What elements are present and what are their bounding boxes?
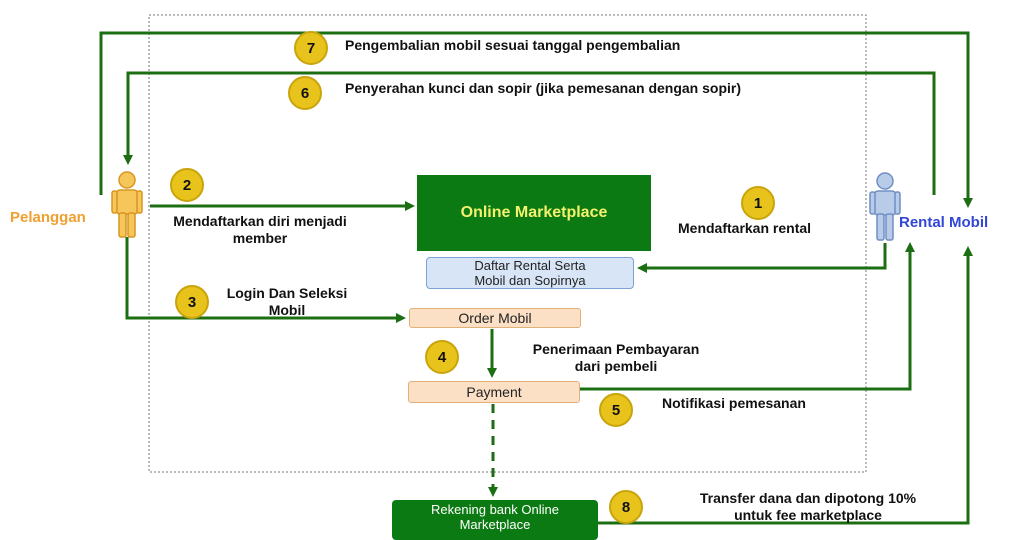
customer-person-icon xyxy=(111,171,143,238)
payment-box: Payment xyxy=(408,381,580,403)
step-1-label: Mendaftarkan rental xyxy=(678,220,812,236)
order-mobil-label: Order Mobil xyxy=(458,310,532,326)
step-badge-8: 8 xyxy=(609,490,643,524)
bank-account-box: Rekening bank Online Marketplace xyxy=(392,500,598,540)
arrow-step-7 xyxy=(99,31,973,208)
step-badge-1: 1 xyxy=(741,186,775,220)
online-marketplace-box: Online Marketplace xyxy=(417,175,651,251)
arrow-step-6 xyxy=(123,71,936,195)
daftar-rental-line1: Daftar Rental Serta xyxy=(474,258,586,273)
rental-person-icon xyxy=(869,172,901,241)
daftar-rental-box: Daftar Rental Serta Mobil dan Sopirnya xyxy=(426,257,634,289)
arrow-step-1 xyxy=(637,243,887,273)
payment-label: Payment xyxy=(466,384,522,400)
step-badge-5: 5 xyxy=(599,393,633,427)
step-7-label: Pengembalian mobil sesuai tanggal pengem… xyxy=(345,37,681,53)
arrow-step-3 xyxy=(125,237,406,323)
step-badge-7: 7 xyxy=(294,31,328,65)
step-5-label: Notifikasi pemesanan xyxy=(662,395,806,411)
order-mobil-box: Order Mobil xyxy=(409,308,581,328)
arrow-step-5 xyxy=(580,242,915,391)
customer-label: Pelanggan xyxy=(10,209,86,226)
step-2-label: Mendaftarkan diri menjadi member xyxy=(173,213,347,246)
system-boundary xyxy=(148,14,867,473)
online-marketplace-label: Online Marketplace xyxy=(460,204,608,221)
step-badge-2: 2 xyxy=(170,168,204,202)
step-4-label: Penerimaan Pembayaran dari pembeli xyxy=(532,341,700,374)
step-8-label: Transfer dana dan dipotong 10% untuk fee… xyxy=(699,490,917,523)
step-3-label: Login Dan Seleksi Mobil xyxy=(226,285,348,318)
bank-account-line2: Marketplace xyxy=(459,517,531,532)
step-6-label: Penyerahan kunci dan sopir (jika pemesan… xyxy=(345,80,741,96)
daftar-rental-line2: Mobil dan Sopirnya xyxy=(474,273,586,288)
step-badge-4: 4 xyxy=(425,340,459,374)
rental-label: Rental Mobil xyxy=(899,214,989,231)
arrow-step-8 xyxy=(598,246,973,525)
bank-account-line1: Rekening bank Online xyxy=(431,502,559,517)
step-badge-6: 6 xyxy=(288,76,322,110)
step-badge-3: 3 xyxy=(175,285,209,319)
